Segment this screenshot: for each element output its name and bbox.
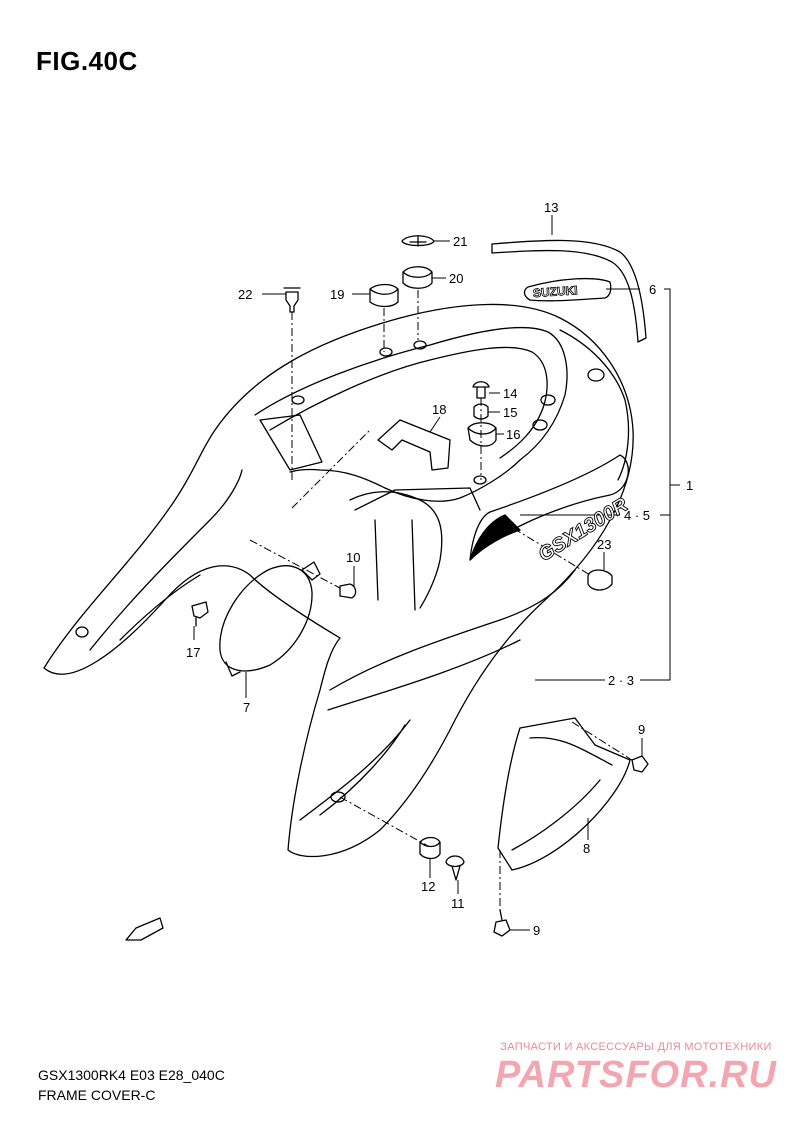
callout-8: 8 xyxy=(583,841,590,856)
model-badge-text: GSX1300R xyxy=(534,494,632,567)
part-6-suzuki-emblem-outline xyxy=(523,277,612,302)
callout-20: 20 xyxy=(449,271,463,286)
callout-13: 13 xyxy=(544,200,558,215)
assembly-line-11 xyxy=(339,796,429,847)
callout-15: 15 xyxy=(503,405,517,420)
part-23-plug xyxy=(587,569,613,591)
callout-22: 22 xyxy=(238,287,252,302)
model-code: GSX1300RK4 E03 E28_040C xyxy=(38,1067,225,1083)
callout-9-lower: 9 xyxy=(533,923,540,938)
part-12-collar xyxy=(419,836,441,860)
part-9-screw-lower xyxy=(493,909,511,937)
callout-4-5: 4 · 5 xyxy=(624,508,650,523)
mount-hole-c xyxy=(532,419,548,431)
callout-6: 6 xyxy=(649,282,656,297)
callout-21: 21 xyxy=(453,234,467,249)
mount-hole-a xyxy=(587,368,605,382)
side-contour xyxy=(329,569,576,691)
mount-hole-f xyxy=(379,347,393,357)
callout-7: 7 xyxy=(243,700,250,715)
seat-inner-rail xyxy=(269,346,548,459)
part-13-trim-strip xyxy=(491,239,647,343)
callout-16: 16 xyxy=(506,427,520,442)
part-14-bolt xyxy=(472,381,490,399)
callout-11: 11 xyxy=(451,896,465,911)
leader-1-bracket xyxy=(640,288,680,681)
figure-title: FIG.40C xyxy=(36,46,138,76)
part-7-tool-case xyxy=(219,565,313,672)
mount-hole-d xyxy=(291,395,305,405)
mount-hole-e xyxy=(75,626,89,638)
callout-12: 12 xyxy=(421,879,435,894)
seat-bracket xyxy=(259,414,323,471)
tail-tip xyxy=(559,329,630,481)
watermark-brand: PARTSFOR.RU xyxy=(495,1054,777,1096)
callout-19: 19 xyxy=(330,287,344,302)
callout-23: 23 xyxy=(597,537,611,552)
assembly-line-10 xyxy=(249,539,341,589)
callout-10: 10 xyxy=(346,550,360,565)
graphic-stripe xyxy=(469,454,629,561)
part-7-tab xyxy=(225,561,321,677)
callout-17: 17 xyxy=(186,645,200,660)
inner-strut xyxy=(374,519,416,611)
mount-hole-h xyxy=(473,475,487,485)
callout-9-upper: 9 xyxy=(638,722,645,737)
part-11-bolt xyxy=(445,855,465,881)
lower-duct xyxy=(299,719,411,821)
mount-hole-i xyxy=(330,791,346,803)
seat-opening xyxy=(254,326,568,502)
part-10-screw xyxy=(339,583,357,599)
assembly-line-18 xyxy=(291,429,371,509)
part-18-bracket xyxy=(377,419,451,471)
part-9-screw-upper xyxy=(631,755,649,773)
part-17-clip xyxy=(191,601,209,627)
frame-cover-body xyxy=(43,303,634,858)
mount-hole-b xyxy=(540,394,556,406)
part-8-inner-line xyxy=(511,736,613,851)
fwd-arrow-text: FWD xyxy=(141,926,158,938)
left-side-curve xyxy=(89,469,243,651)
part-22-clip xyxy=(283,287,301,313)
callout-2-3: 2 · 3 xyxy=(608,673,634,688)
watermark-tagline: ЗАПЧАСТИ И АКСЕССУАРЫ ДЛЯ МОТОТЕХНИКИ xyxy=(500,1041,772,1053)
callout-1: 1 xyxy=(686,478,693,493)
mid-crease xyxy=(327,639,521,711)
fwd-arrow xyxy=(125,917,164,941)
leader-18 xyxy=(429,416,441,433)
part-19-cushion xyxy=(369,283,399,308)
callout-18: 18 xyxy=(432,402,446,417)
part-16-grommet xyxy=(467,422,497,447)
part-21-cap xyxy=(401,235,435,247)
figure-caption: FRAME COVER-C xyxy=(38,1087,156,1103)
rear-inner-lip xyxy=(349,491,443,609)
part-8-side-panel xyxy=(497,717,631,871)
assembly-line-23 xyxy=(499,519,591,576)
mount-hole-g xyxy=(413,340,427,350)
callout-14: 14 xyxy=(503,386,517,401)
suzuki-emblem-text: SUZUKI xyxy=(533,283,579,300)
stripe-dark xyxy=(469,514,521,561)
assembly-line-9-upper xyxy=(571,721,633,761)
part-20-grommet xyxy=(402,266,433,289)
rear-bracket xyxy=(354,487,481,511)
part-15-collar xyxy=(473,403,489,420)
